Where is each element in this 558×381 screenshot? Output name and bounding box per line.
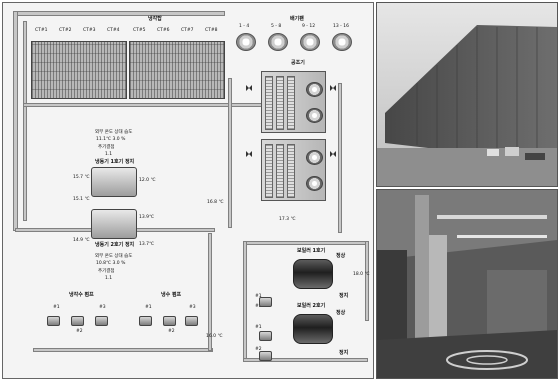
pump-id: #3 — [99, 306, 106, 311]
chiller1-status-values: 11.1℃ 3.0 % — [96, 138, 125, 143]
ct-label: CT#8 — [205, 29, 218, 34]
pipe-ahu-loop — [228, 78, 232, 228]
hvac-scada-panel: 냉각탑 CT#1 CT#2 CT#3 CT#4 CT#5 CT#6 CT#7 C… — [2, 2, 374, 379]
pipe-top — [15, 11, 225, 16]
hangar-exterior-photo — [376, 2, 558, 187]
temp-reading: 15.7 ℃ — [73, 176, 90, 181]
pump-icon[interactable] — [71, 316, 84, 326]
pipe-ahu-loop-right — [338, 83, 342, 233]
exhaust-fan-icon[interactable] — [268, 33, 288, 51]
pump-id: #2 — [168, 330, 175, 335]
pump-icon[interactable] — [185, 316, 198, 326]
chiller1-wetbulb-value: 1.1 — [105, 153, 112, 158]
hangar-photo-image — [377, 3, 557, 186]
pipe-left-vertical — [13, 11, 18, 231]
boiler2-status-stop: 정지 — [339, 351, 348, 356]
chiller2-wetbulb-label: 추기결점 — [98, 270, 115, 275]
pump-icon[interactable] — [95, 316, 108, 326]
temp-reading: 12.0 ℃ — [139, 179, 156, 184]
pump-id: #1 — [255, 326, 262, 331]
pump-icon[interactable] — [259, 297, 272, 307]
exhaust-fan-group-label: 9 - 12 — [302, 25, 315, 30]
exhaust-fan-icon[interactable] — [332, 33, 352, 51]
exhaust-fan-group-label: 5 - 8 — [271, 25, 281, 30]
chiller2-wetbulb-value: 1.1 — [105, 277, 112, 282]
chiller2-status-labels: 외부 온도 상대 습도 — [95, 255, 132, 260]
pump-icon[interactable] — [259, 331, 272, 341]
pump-id: #1 — [145, 306, 152, 311]
air-handler-unit-1[interactable] — [261, 71, 326, 133]
air-handler-unit-2[interactable] — [261, 139, 326, 201]
pipe-boiler-right — [365, 241, 369, 321]
plant-room-photo-image — [377, 190, 557, 378]
chiller-2[interactable] — [91, 209, 137, 239]
pipe-bottom — [33, 348, 213, 352]
ahu-fan-icon — [306, 176, 323, 191]
ct-label: CT#3 — [83, 29, 96, 34]
cooling-tower-title: 냉각탑 — [148, 17, 162, 22]
chilled-pump-label: 냉수 펌프 — [161, 293, 181, 298]
pump-icon[interactable] — [139, 316, 152, 326]
temp-reading: 16.0 ℃ — [206, 335, 223, 340]
chiller-1[interactable] — [91, 167, 137, 197]
exhaust-fan-title: 배기팬 — [290, 17, 304, 22]
pump-icon[interactable] — [259, 351, 272, 361]
boiler1-name: 보일러 1호기 — [297, 249, 325, 254]
chiller1-wetbulb-label: 추기결점 — [98, 146, 115, 151]
valve-icon[interactable] — [246, 85, 252, 91]
valve-icon[interactable] — [246, 151, 252, 157]
pump-id: #3 — [189, 306, 196, 311]
pump-id: #2 — [76, 330, 83, 335]
boiler2-status: 정상 — [336, 311, 345, 316]
pump-icon[interactable] — [163, 316, 176, 326]
valve-icon[interactable] — [330, 151, 336, 157]
pipe-boiler-loop — [243, 241, 368, 245]
temp-reading: 17.3 ℃ — [279, 218, 296, 223]
temp-reading: 18.0 ℃ — [353, 273, 370, 278]
temp-reading: 13.9℃ — [139, 216, 154, 221]
temp-reading: 15.1 ℃ — [73, 198, 90, 203]
exhaust-fan-icon[interactable] — [236, 33, 256, 51]
chiller1-name: 냉동기 1호기 정지 — [95, 160, 134, 165]
pump-id: #1 — [53, 306, 60, 311]
boiler-1[interactable] — [293, 259, 333, 289]
boiler1-status: 정상 — [336, 254, 345, 259]
boiler2-name: 보일러 2호기 — [297, 304, 325, 309]
boiler-2[interactable] — [293, 314, 333, 344]
pipe-mid-horizontal — [23, 103, 273, 107]
cooling-tower-bank-right[interactable] — [129, 41, 225, 99]
ahu-fan-icon — [306, 150, 323, 165]
pipe-left-vertical-2 — [23, 21, 27, 221]
chiller2-status-values: 10.8℃ 3.0 % — [96, 262, 125, 267]
temp-reading: 14.9 ℃ — [73, 239, 90, 244]
valve-icon[interactable] — [330, 85, 336, 91]
temp-reading: 13.7℃ — [139, 243, 154, 248]
temp-reading: 16.8 ℃ — [207, 201, 224, 206]
exhaust-fan-group-label: 13 - 16 — [333, 25, 349, 30]
ct-label: CT#1 — [35, 29, 48, 34]
ahu-fan-icon — [306, 82, 323, 97]
exhaust-fan-group-label: 1 - 4 — [239, 25, 249, 30]
exhaust-fan-icon[interactable] — [300, 33, 320, 51]
boiler1-status-stop: 정지 — [339, 294, 348, 299]
ct-label: CT#2 — [59, 29, 72, 34]
ahu-fan-icon — [306, 108, 323, 123]
ct-label: CT#7 — [181, 29, 194, 34]
ct-label: CT#5 — [133, 29, 146, 34]
air-handler-title: 공조기 — [291, 61, 305, 66]
condenser-pump-label: 냉각수 펌프 — [69, 293, 94, 298]
ct-label: CT#6 — [157, 29, 170, 34]
chiller2-name: 냉동기 2호기 정지 — [95, 243, 134, 248]
plant-room-photo — [376, 189, 558, 379]
chiller1-status-labels: 외부 온도 상대 습도 — [95, 131, 132, 136]
pipe-boiler-left — [243, 241, 247, 361]
cooling-tower-bank-left[interactable] — [31, 41, 127, 99]
pump-icon[interactable] — [47, 316, 60, 326]
ct-label: CT#4 — [107, 29, 120, 34]
